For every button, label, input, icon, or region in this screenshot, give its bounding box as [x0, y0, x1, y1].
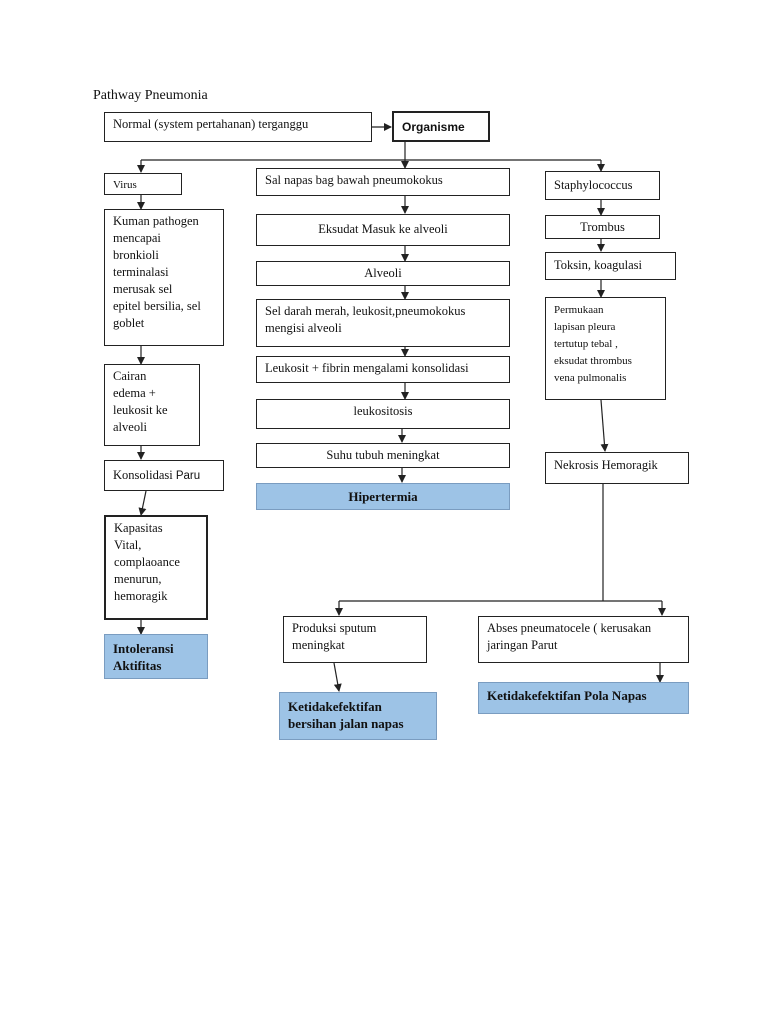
node-konsolidasi-suffix: Paru	[175, 470, 201, 482]
node-kapasitas-vital: Kapasitas Vital, complaoance menurun, he…	[104, 515, 208, 620]
diagnosis-pola-napas: Ketidakefektifan Pola Napas	[478, 682, 689, 714]
diagnosis-bersihan-jalan-napas: Ketidakefektifan bersihan jalan napas	[279, 692, 437, 740]
node-leukositosis: leukositosis	[256, 399, 510, 429]
diagnosis-intoleransi-aktifitas: Intoleransi Aktifitas	[104, 634, 208, 679]
node-sel-darah: Sel darah merah, leukosit,pneumokokus me…	[256, 299, 510, 347]
node-suhu-tubuh: Suhu tubuh meningkat	[256, 443, 510, 468]
node-sal-napas: Sal napas bag bawah pneumokokus	[256, 168, 510, 196]
node-virus: Virus	[104, 173, 182, 195]
node-abses-pneumatocele: Abses pneumatocele ( kerusakan jaringan …	[478, 616, 689, 663]
arrow-permukaan-nekrosis	[600, 399, 609, 452]
node-organisme: Organisme	[392, 111, 490, 142]
node-cairan-edema: Cairan edema + leukosit ke alveoli	[104, 364, 200, 446]
node-nekrosis-hemoragik: Nekrosis Hemoragik	[545, 452, 689, 484]
node-trombus: Trombus	[545, 215, 660, 239]
node-permukaan-pleura: Permukaan lapisan pleura tertutup tebal …	[545, 297, 666, 400]
node-staphylococcus: Staphylococcus	[545, 171, 660, 200]
node-produksi-sputum: Produksi sputum meningkat	[283, 616, 427, 663]
node-konsolidasi-paru: Konsolidasi Paru	[104, 460, 224, 491]
node-toksin-koagulasi: Toksin, koagulasi	[545, 252, 676, 280]
diagnosis-hipertermia: Hipertermia	[256, 483, 510, 510]
node-kuman-pathogen: Kuman pathogen mencapai bronkioli termin…	[104, 209, 224, 346]
node-leukosit-fibrin: Leukosit + fibrin mengalami konsolidasi	[256, 356, 510, 383]
node-alveoli: Alveoli	[256, 261, 510, 286]
diagram-title: Pathway Pneumonia	[93, 88, 208, 103]
arrow-konsolidasi-kapasitas	[138, 490, 147, 516]
node-normal: Normal (system pertahanan) terganggu	[104, 112, 372, 142]
node-konsolidasi-prefix: Konsolidasi	[113, 468, 176, 482]
node-eksudat: Eksudat Masuk ke alveoli	[256, 214, 510, 246]
arrow-produksi-bersihan	[333, 662, 342, 692]
